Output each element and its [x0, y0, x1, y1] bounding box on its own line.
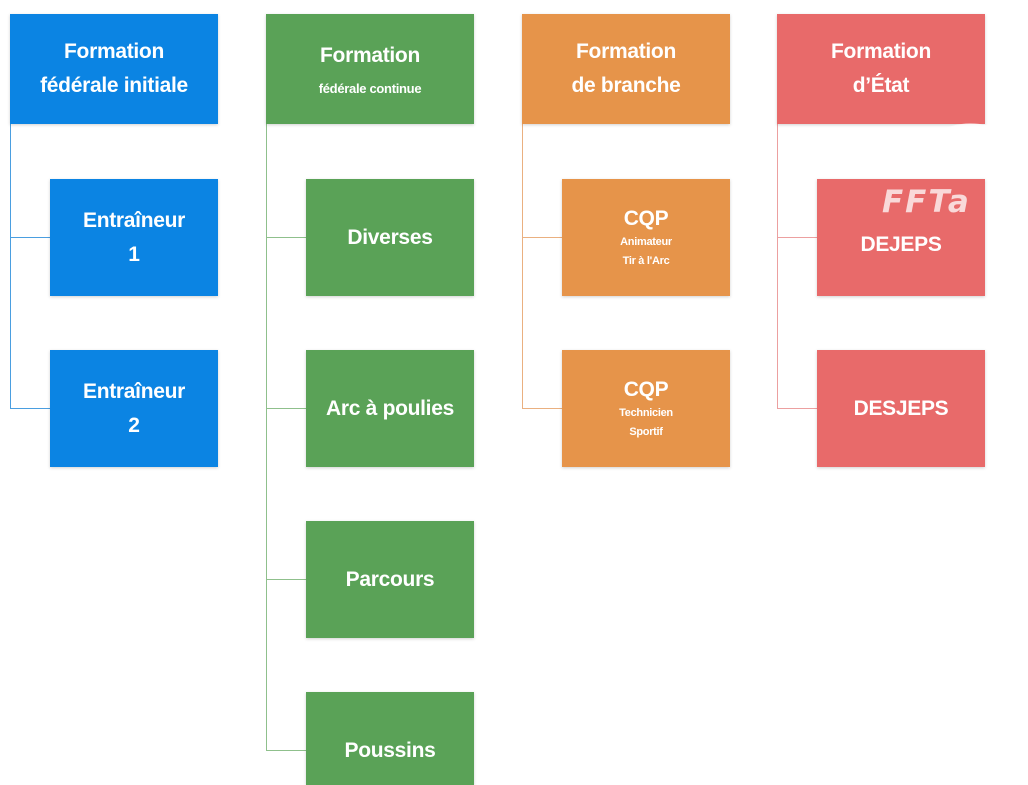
connector-entraineur-1: [10, 237, 50, 238]
node-diverses: Diverses: [306, 179, 474, 296]
node-label: DESJEPS: [853, 396, 949, 420]
connector-arc-a-poulies: [266, 408, 306, 409]
connector-diverses: [266, 237, 306, 238]
node-sublabel: Technicien: [619, 406, 673, 419]
node-cqp-animateur: CQP Animateur Tir à l'Arc: [562, 179, 730, 296]
node-label: Diverses: [347, 225, 433, 249]
node-label: Parcours: [345, 567, 435, 591]
header-formation-federale-initiale: Formation fédérale initiale: [10, 14, 218, 124]
node-sublabel: Animateur: [620, 235, 672, 248]
node-label: CQP: [623, 377, 669, 401]
header-title: Formation: [576, 40, 676, 63]
node-entraineur-2: Entraîneur 2: [50, 350, 218, 467]
node-label: Poussins: [344, 739, 436, 762]
header-formation-federale-continue: Formation fédérale continue: [266, 14, 474, 124]
node-parcours: Parcours: [306, 521, 474, 638]
connector-dejeps: [777, 237, 817, 238]
connector-vertical-initiale: [10, 124, 11, 409]
header-formation-de-branche: Formation de branche: [522, 14, 730, 124]
node-arc-a-poulies: Arc à poulies: [306, 350, 474, 467]
node-poussins: Poussins: [306, 692, 474, 785]
node-label: Entraîneur: [82, 379, 186, 403]
connector-vertical-branche: [522, 124, 523, 409]
node-label-level: 1: [128, 242, 140, 266]
node-entraineur-1: Entraîneur 1: [50, 179, 218, 296]
header-subtitle: de branche: [571, 74, 681, 97]
node-label: Entraîneur: [82, 208, 186, 232]
header-subtitle: fédérale initiale: [40, 74, 188, 97]
connector-desjeps: [777, 408, 817, 409]
header-title: Formation: [831, 40, 931, 63]
node-dejeps: DEJEPS: [817, 179, 985, 296]
connector-poussins: [266, 750, 306, 751]
node-desjeps: DESJEPS: [817, 350, 985, 467]
connector-vertical-continue: [266, 124, 267, 751]
connector-parcours: [266, 579, 306, 580]
header-subtitle: d’État: [852, 74, 910, 97]
connector-vertical-etat: [777, 124, 778, 409]
node-label: DEJEPS: [860, 232, 942, 256]
ffta-watermark-text: FFTa: [882, 184, 971, 220]
header-formation-d-etat: Formation d’État: [777, 14, 985, 124]
header-subtitle: fédérale continue: [318, 81, 422, 96]
connector-entraineur-2: [10, 408, 50, 409]
node-cqp-technicien: CQP Technicien Sportif: [562, 350, 730, 467]
connector-cqp-animateur: [522, 237, 562, 238]
node-label-level: 2: [128, 413, 140, 437]
header-title: Formation: [64, 40, 164, 63]
connector-cqp-technicien: [522, 408, 562, 409]
header-title: Formation: [320, 44, 420, 67]
node-sublabel-2: Tir à l'Arc: [622, 254, 670, 267]
node-sublabel-2: Sportif: [629, 425, 663, 438]
node-label: CQP: [623, 206, 669, 230]
node-label: Arc à poulies: [326, 396, 454, 420]
